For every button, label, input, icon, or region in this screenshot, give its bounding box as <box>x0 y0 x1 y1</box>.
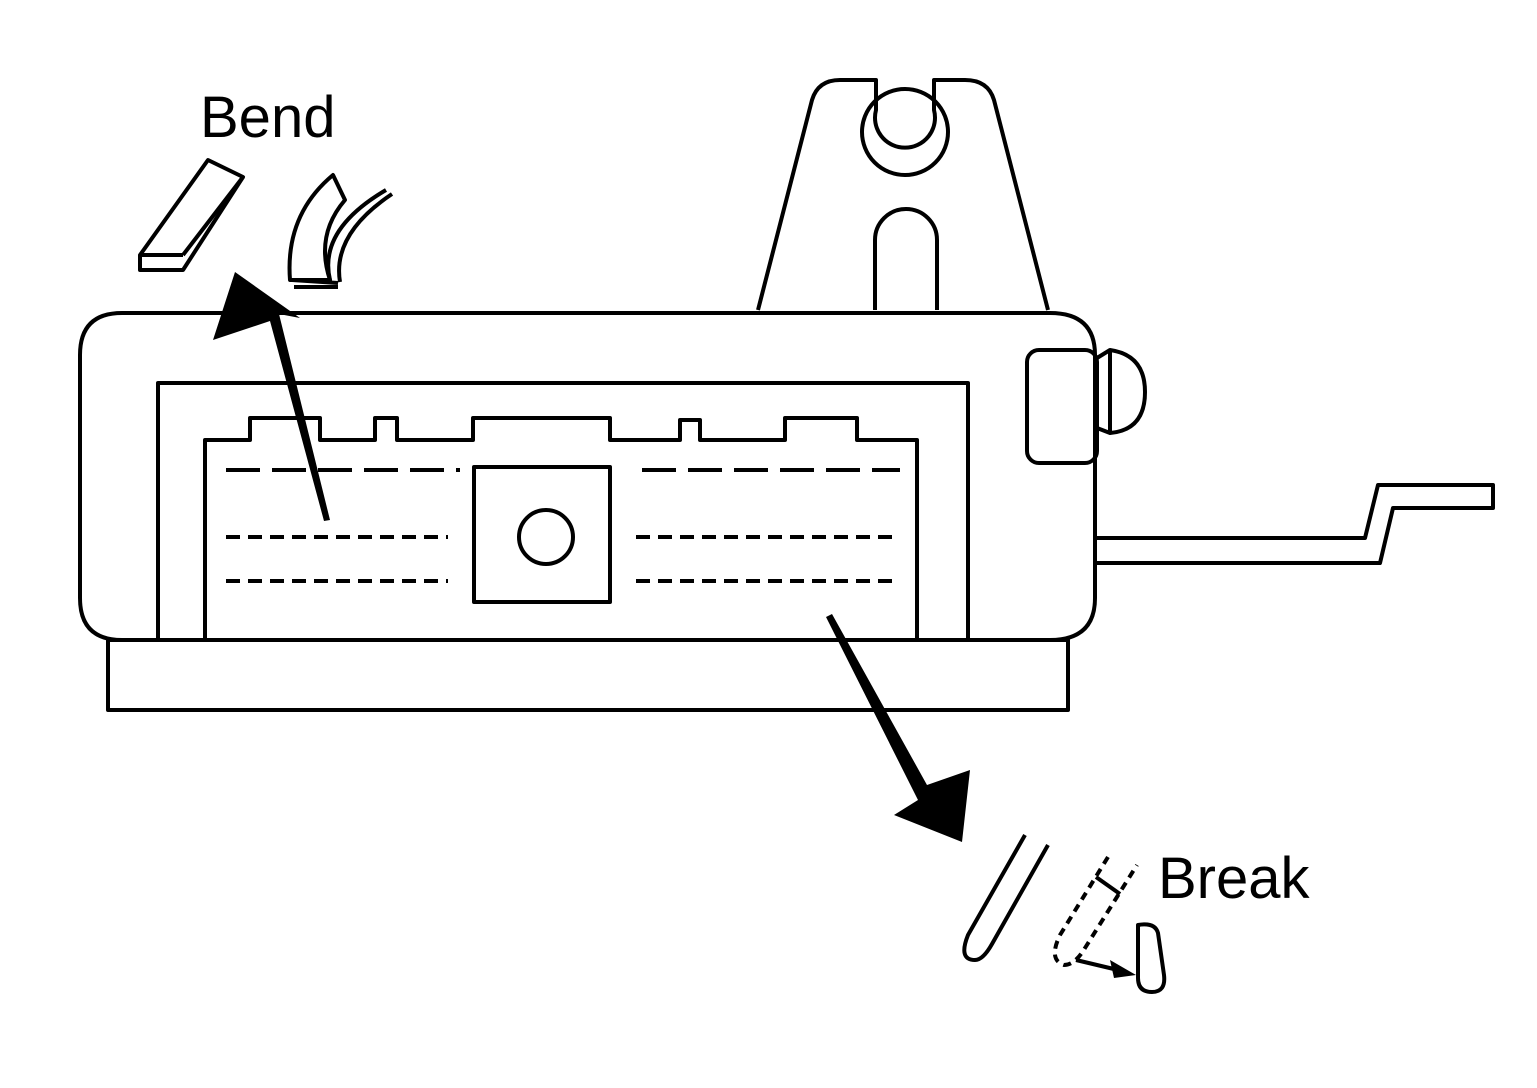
break-terminal-pin <box>962 834 1050 962</box>
side-latch-knob <box>1095 348 1147 435</box>
break-label: Break <box>1158 846 1311 911</box>
base-plate <box>106 638 1070 712</box>
release-lever <box>1097 483 1495 565</box>
bend-arrow <box>213 272 330 521</box>
break-arrow <box>826 614 970 842</box>
center-lock-square <box>472 465 612 604</box>
bracket-slot <box>873 207 939 310</box>
bracket-hole <box>860 87 950 177</box>
bend-label: Bend <box>200 85 335 150</box>
connector-inner-frame <box>156 381 970 640</box>
break-terminal-tip <box>1075 922 1167 994</box>
terminal-cavity-block <box>203 416 919 640</box>
break-terminal-dashed <box>1052 855 1139 967</box>
center-lock-circle <box>517 508 575 566</box>
terminal-rows <box>226 468 900 583</box>
side-latch <box>1025 348 1099 465</box>
bend-terminal-straight <box>138 158 245 272</box>
mounting-bracket <box>756 78 1050 311</box>
bend-terminal-curved <box>287 173 394 289</box>
